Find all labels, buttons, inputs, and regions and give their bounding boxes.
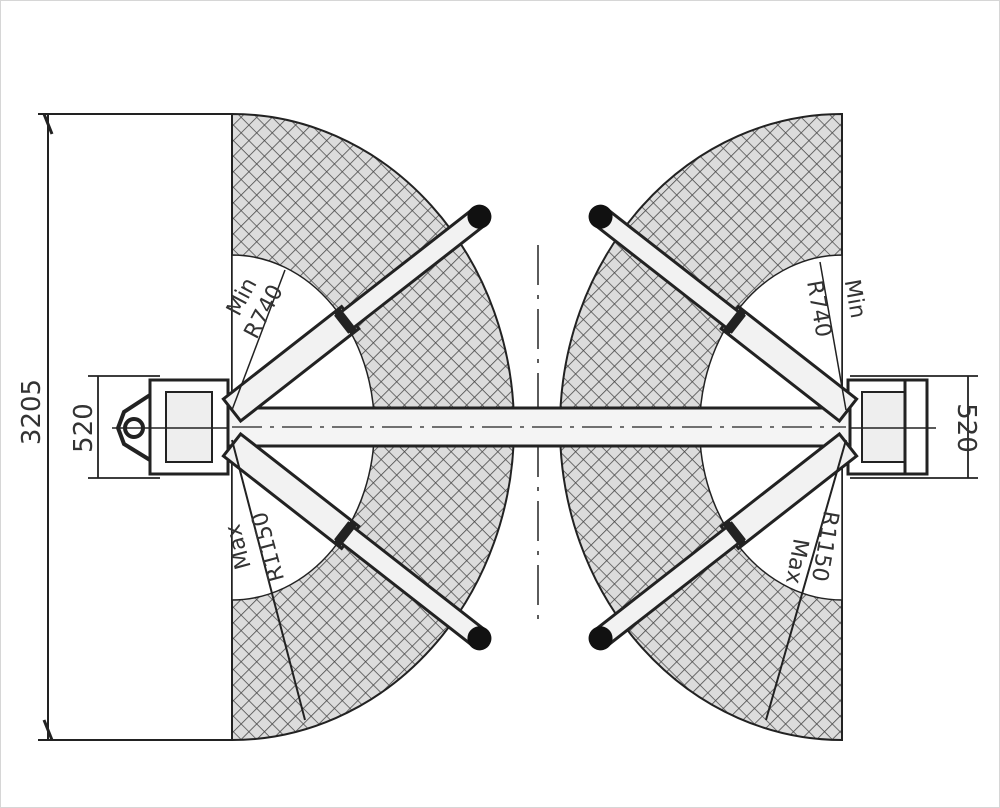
left-base-label: 520 [69, 403, 99, 453]
lower-right-radius-line [765, 439, 847, 721]
upper-left-radius-line [231, 269, 286, 411]
lower-left-arm [221, 431, 492, 651]
upper-right-radius-line [819, 261, 847, 411]
left-base-dimension: 520 [69, 375, 160, 479]
lower-right-arm [588, 431, 859, 651]
overall-width-dimension: 3205 [17, 113, 232, 741]
left-column-base [112, 378, 240, 476]
right-base-dimension: 520 [850, 375, 981, 479]
upper-right-arm [588, 204, 859, 424]
upper-left-arm [221, 204, 492, 424]
right-base-label: 520 [951, 403, 981, 453]
lower-left-radius-line [231, 439, 306, 721]
upper-right-min-label: Min [839, 277, 870, 320]
overall-width-label: 3205 [17, 379, 47, 445]
center-crossbar [226, 406, 852, 448]
right-column-base [840, 378, 936, 476]
